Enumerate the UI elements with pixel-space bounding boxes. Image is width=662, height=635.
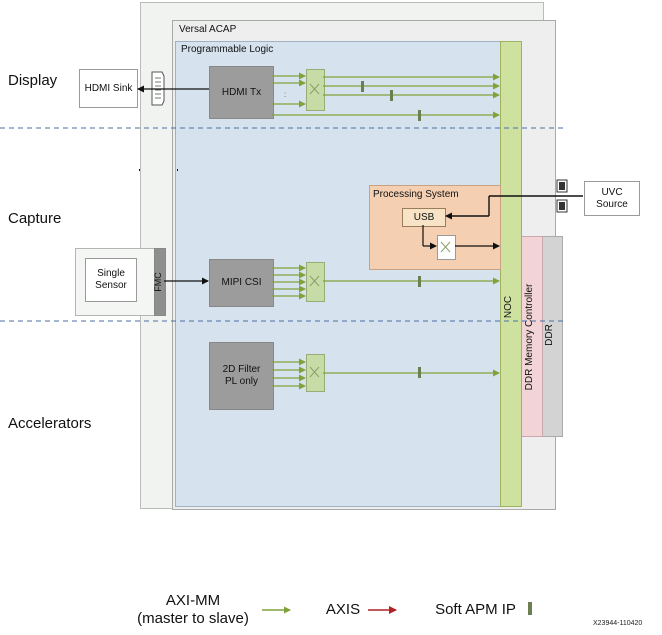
apm-marker: [361, 81, 364, 92]
region-accelerators-label: Accelerators: [8, 415, 92, 432]
legend-axi-mm: AXI-MM (master to slave): [128, 592, 258, 628]
hdmi-tx-block: HDMI Tx: [209, 66, 274, 119]
apm-marker: [418, 367, 421, 378]
uvc-source-block: UVC Source: [584, 181, 640, 216]
processing-system: [369, 185, 501, 270]
usb-connector-icon: [559, 182, 565, 190]
apm-marker: [418, 110, 421, 121]
crossbar-x-glyph: [309, 275, 320, 287]
sensor-line1: Single: [97, 268, 125, 279]
crossbar-x-glyph: [309, 366, 320, 378]
legend-axis: AXIS: [325, 601, 361, 618]
mipi-csi-block: MIPI CSI: [209, 259, 274, 307]
legend-apm-marker: [528, 602, 532, 615]
filter-line1: 2D Filter: [222, 364, 261, 375]
apm-marker: [418, 276, 421, 287]
fmc-connector: [154, 248, 166, 316]
figure-id: X23944-110420: [593, 620, 643, 627]
acap-label: Versal ACAP: [179, 24, 237, 35]
filter-line2: PL only: [225, 376, 258, 387]
usb-connector-icon: [559, 202, 565, 210]
uvc-source-line1: UVC: [601, 186, 623, 198]
pl-label: Programmable Logic: [181, 44, 274, 55]
uvc-source-line2: Source: [596, 198, 628, 210]
crossbar-x-glyph: [309, 83, 320, 95]
single-sensor-block: Single Sensor: [85, 258, 137, 302]
region-display-label: Display: [8, 72, 58, 89]
svg-text::: :: [284, 90, 286, 99]
legend-soft-apm: Soft APM IP: [435, 601, 516, 618]
sensor-line2: Sensor: [95, 280, 127, 291]
noc-block: [500, 41, 522, 507]
apm-marker: [390, 90, 393, 101]
legend-axi-mm-line2: (master to slave): [137, 610, 249, 627]
region-capture-label: Capture: [8, 210, 62, 227]
ps-label: Processing System: [373, 189, 459, 200]
crossbar-x-glyph: [440, 241, 451, 253]
filter-2d-block: 2D Filter PL only: [209, 342, 274, 410]
hdmi-sink-block: HDMI Sink: [79, 69, 138, 108]
legend-axi-mm-line1: AXI-MM: [165, 592, 221, 609]
